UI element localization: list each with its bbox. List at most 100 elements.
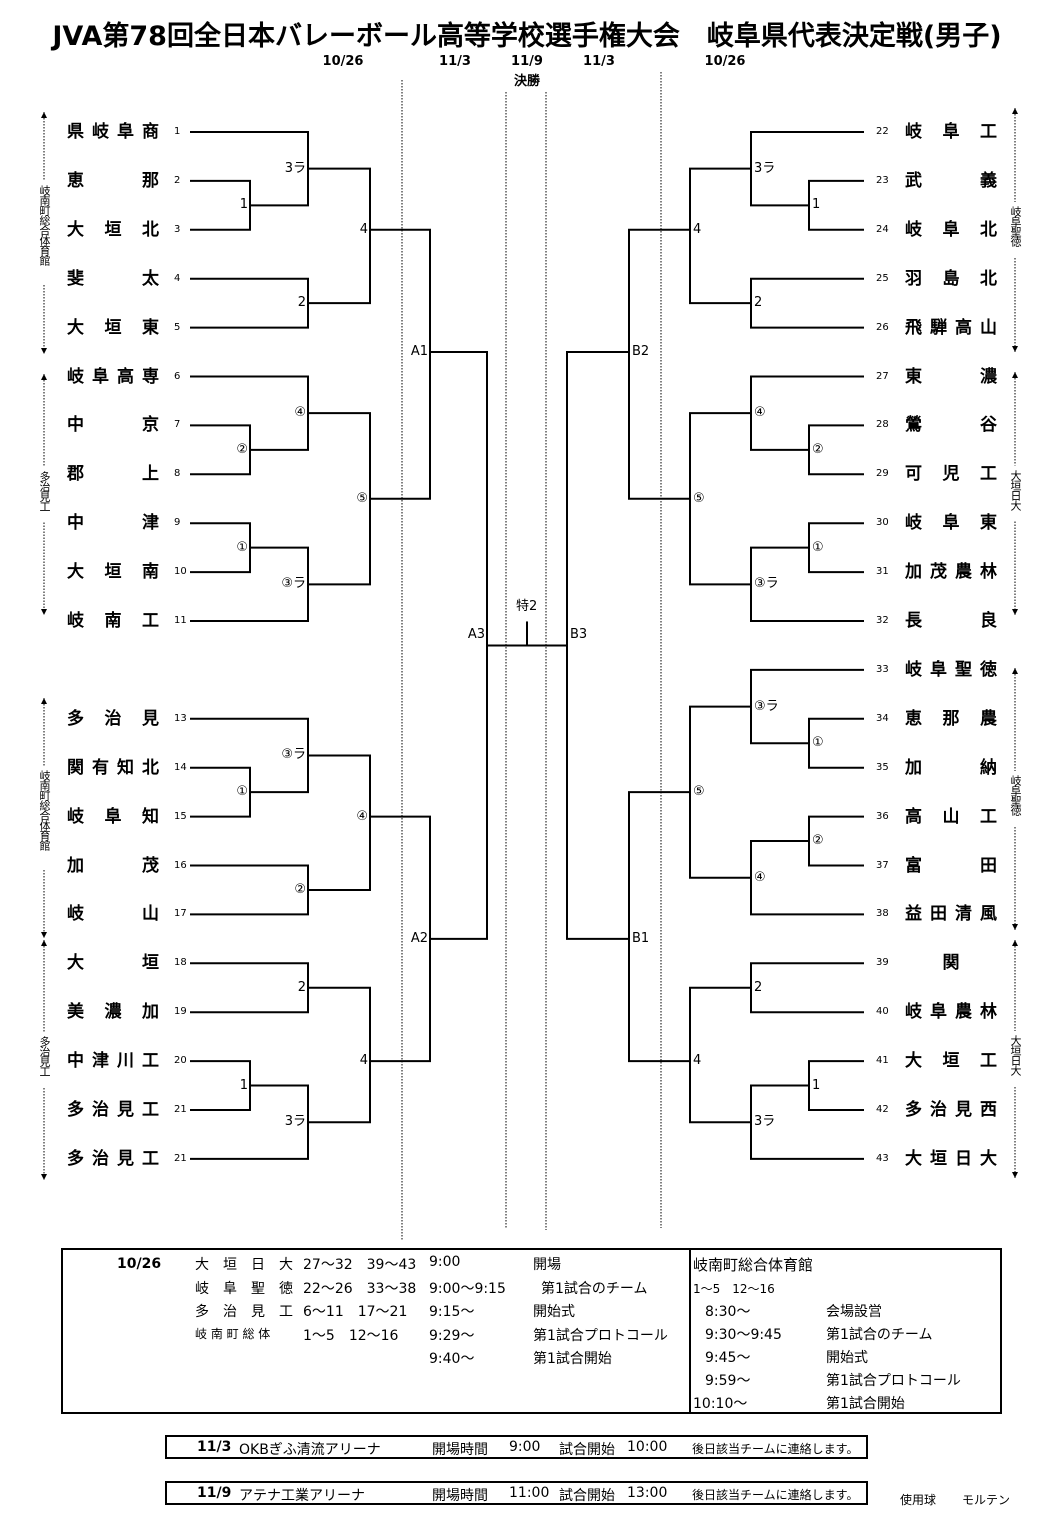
team-name-char: 垣 — [104, 219, 122, 240]
match-label: 3ラ — [754, 1114, 776, 1130]
bracket-line — [750, 375, 864, 451]
team-name: 恵那農 — [905, 708, 997, 730]
schedule-1026-event: 第1試合のチーム — [541, 1280, 648, 1297]
schedule-ginan-venue: 岐南町総合体育館 — [693, 1256, 814, 1274]
match-label: B2 — [632, 344, 650, 360]
team-name-char: 山 — [980, 317, 997, 338]
team-seed: 39 — [876, 957, 889, 969]
team-name-char: 良 — [980, 611, 997, 631]
team-name-char: 工 — [142, 1051, 159, 1072]
team-name-char: 濃 — [980, 366, 997, 387]
team-seed: 24 — [876, 223, 889, 235]
schedule-1026-time: 9:29～ — [429, 1327, 475, 1344]
team-name-char: 中 — [67, 1051, 84, 1072]
match-label: ④ — [754, 869, 766, 885]
team-seed: 13 — [174, 712, 187, 724]
team-name-char: 工 — [980, 1051, 997, 1072]
arrow-down-icon — [1012, 346, 1018, 352]
schedule-1026-range: 1～5 12～16 — [303, 1327, 399, 1344]
match-label: ⑤ — [693, 784, 705, 800]
arrow-down-icon — [41, 609, 47, 615]
team-seed: 34 — [876, 712, 889, 724]
team-name-char: 長 — [905, 611, 922, 631]
team-name-char: 岐 — [67, 806, 84, 827]
team-seed: 30 — [876, 517, 889, 529]
team-name-char: 北 — [142, 757, 159, 778]
team-name: 多治見工 — [67, 1099, 159, 1121]
team-name-char: 騨 — [930, 317, 947, 338]
match-label: ③ラ — [281, 576, 306, 592]
team-name-char: 関 — [942, 953, 960, 974]
match-label: 4 — [693, 1053, 702, 1069]
arrow-up-icon — [1012, 108, 1018, 114]
match-label: ② — [294, 881, 306, 897]
team-name-char: 西 — [980, 1100, 997, 1120]
ball-label: 使用球 — [900, 1493, 937, 1507]
team-name-char: 羽 — [905, 268, 922, 289]
team-name-char: 岐 — [67, 904, 84, 925]
team-name: 高山工 — [905, 806, 997, 828]
schedule-ginan-event: 開始式 — [826, 1350, 868, 1366]
team-name-char: 垣 — [942, 1051, 960, 1072]
team-name-char: 工 — [142, 611, 159, 631]
team-name-char: 飛 — [905, 317, 922, 338]
schedule-ginan-time: 9:45～ — [705, 1350, 751, 1366]
team-name: 岐南工 — [67, 610, 159, 632]
team-name-char: 専 — [142, 366, 159, 387]
team-name-char: 岐 — [67, 366, 84, 387]
team-name-char: 阜 — [930, 1002, 947, 1023]
date-header-final: 11/9 — [511, 54, 543, 69]
team-name: 関 — [905, 952, 997, 974]
match-label: 3ラ — [284, 160, 306, 176]
schedule-ginan-event: 第1試合開始 — [826, 1396, 905, 1412]
team-name: 岐阜聖徳 — [905, 659, 997, 681]
team-name-char: 北 — [980, 219, 997, 240]
team-name-char: 南 — [142, 562, 159, 583]
team-seed: 32 — [876, 615, 889, 626]
bracket-line — [190, 277, 309, 329]
team-name-char: 那 — [142, 170, 159, 191]
team-name: 岐阜工 — [905, 121, 997, 143]
bracket-line — [430, 351, 488, 940]
team-name: 多治見西 — [905, 1099, 997, 1121]
team-name-char: 垣 — [104, 317, 122, 338]
team-name: 大垣北 — [67, 219, 159, 241]
schedule-1026-time: 9:40～ — [429, 1351, 475, 1367]
schedule-1026-venue: 岐 南 町 総 体 — [195, 1326, 271, 1341]
schedule-ginan-time: 8:30～ — [705, 1304, 751, 1320]
team-name-char: 上 — [142, 464, 159, 485]
team-name-char: 工 — [980, 464, 997, 485]
match-label: B1 — [632, 930, 650, 946]
bracket-line — [628, 791, 690, 1063]
team-name-char: 聖 — [955, 659, 972, 680]
bracket-line — [190, 864, 309, 916]
arrow-down-icon — [41, 348, 47, 354]
team-name: 中津 — [67, 512, 159, 534]
schedule-ginan-event: 第1試合のチーム — [826, 1327, 933, 1343]
team-name-char: 知 — [142, 806, 159, 827]
team-name-char: 高 — [117, 366, 134, 387]
team-name-char: 富 — [905, 855, 922, 876]
team-seed: 35 — [876, 761, 889, 773]
team-seed: 8 — [174, 468, 181, 480]
team-name-char: 茂 — [930, 562, 947, 583]
schedule-113-date: 11/3 — [197, 1439, 232, 1455]
match-label: ⑤ — [693, 490, 705, 506]
team-name-char: 阜 — [92, 366, 109, 387]
team-name: 鶯谷 — [905, 414, 997, 436]
team-seed: 20 — [174, 1055, 187, 1067]
team-seed: 21 — [174, 1152, 187, 1164]
team-name-char: 大 — [67, 317, 84, 338]
schedule-113-start-label: 試合開始 — [559, 1442, 615, 1458]
bracket-line — [628, 228, 690, 500]
team-name-char: 武 — [905, 170, 922, 191]
bracket-line — [308, 986, 371, 1124]
team-seed: 1 — [174, 126, 181, 137]
venue-side-label: 岐南町総合体育館 — [38, 185, 51, 265]
team-seed: 10 — [174, 566, 187, 578]
team-name-char: 治 — [92, 1100, 109, 1120]
team-name: 岐阜知 — [67, 806, 159, 828]
bracket-line — [190, 962, 309, 1014]
team-seed: 23 — [876, 174, 889, 186]
